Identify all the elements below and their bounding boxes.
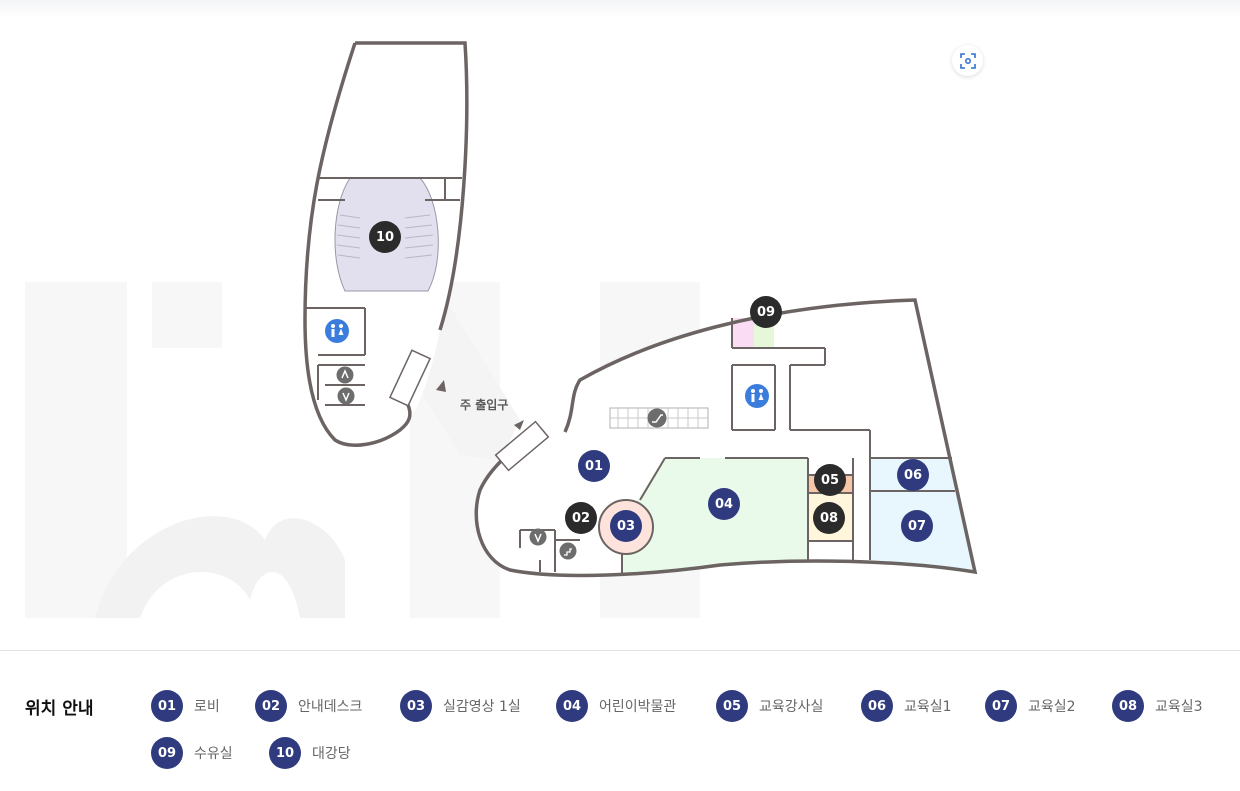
legend-item-classroom-1[interactable]: 06 교육실1 (861, 690, 952, 722)
elevator-icon (529, 528, 547, 546)
restroom-icon (745, 384, 769, 408)
legend-label: 어린이박물관 (599, 699, 677, 715)
legend-label: 수유실 (194, 746, 233, 762)
legend-item-instructor-room[interactable]: 05 교육강사실 (716, 690, 823, 722)
map-pin-10[interactable]: 10 (369, 221, 401, 253)
legend-title: 위치 안내 (25, 699, 94, 719)
elevator-icon (337, 387, 355, 405)
legend-badge: 05 (716, 690, 748, 722)
map-pin-02[interactable]: 02 (565, 502, 597, 534)
legend-divider (0, 650, 1240, 651)
floor-map[interactable]: 주 출입구 10 09 01 02 03 04 05 06 07 08 (0, 0, 1240, 650)
legend-badge: 03 (400, 690, 432, 722)
legend-badge: 10 (269, 737, 301, 769)
legend-item-immersive-room[interactable]: 03 실감영상 1실 (400, 690, 521, 722)
restroom-icon (325, 319, 349, 343)
map-pin-03[interactable]: 03 (610, 510, 642, 542)
elevator-icon (336, 366, 354, 384)
legend-badge: 06 (861, 690, 893, 722)
map-pin-08[interactable]: 08 (813, 502, 845, 534)
map-pin-01[interactable]: 01 (578, 450, 610, 482)
legend-item-children-museum[interactable]: 04 어린이박물관 (556, 690, 676, 722)
legend-badge: 09 (151, 737, 183, 769)
legend-badge: 04 (556, 690, 588, 722)
legend-badge: 01 (151, 690, 183, 722)
stairs-icon (559, 542, 577, 560)
legend-label: 교육실2 (1028, 699, 1076, 715)
legend-item-nursing-room[interactable]: 09 수유실 (151, 737, 233, 769)
legend-badge: 07 (985, 690, 1017, 722)
escalator-icon (647, 408, 667, 428)
main-entrance-label: 주 출입구 (460, 398, 509, 412)
legend-label: 교육강사실 (759, 699, 824, 715)
legend-label: 안내데스크 (298, 699, 363, 715)
top-fade (0, 0, 1240, 18)
legend-item-lobby[interactable]: 01 로비 (151, 690, 220, 722)
map-pin-05[interactable]: 05 (814, 464, 846, 496)
focus-zoom-button[interactable] (952, 45, 983, 76)
map-pin-04[interactable]: 04 (708, 488, 740, 520)
legend-item-info-desk[interactable]: 02 안내데스크 (255, 690, 362, 722)
legend-item-classroom-3[interactable]: 08 교육실3 (1112, 690, 1203, 722)
legend-badge: 02 (255, 690, 287, 722)
legend-label: 교육실3 (1155, 699, 1203, 715)
floor-plan (303, 41, 978, 578)
legend-label: 교육실1 (904, 699, 952, 715)
legend-label: 실감영상 1실 (443, 699, 521, 715)
map-pin-06[interactable]: 06 (897, 459, 929, 491)
legend-label: 로비 (194, 699, 220, 715)
legend-item-auditorium[interactable]: 10 대강당 (269, 737, 351, 769)
legend-label: 대강당 (312, 746, 351, 762)
map-pin-09[interactable]: 09 (750, 296, 782, 328)
legend-item-classroom-2[interactable]: 07 교육실2 (985, 690, 1076, 722)
focus-icon (959, 52, 976, 69)
map-pin-07[interactable]: 07 (901, 510, 933, 542)
legend-badge: 08 (1112, 690, 1144, 722)
